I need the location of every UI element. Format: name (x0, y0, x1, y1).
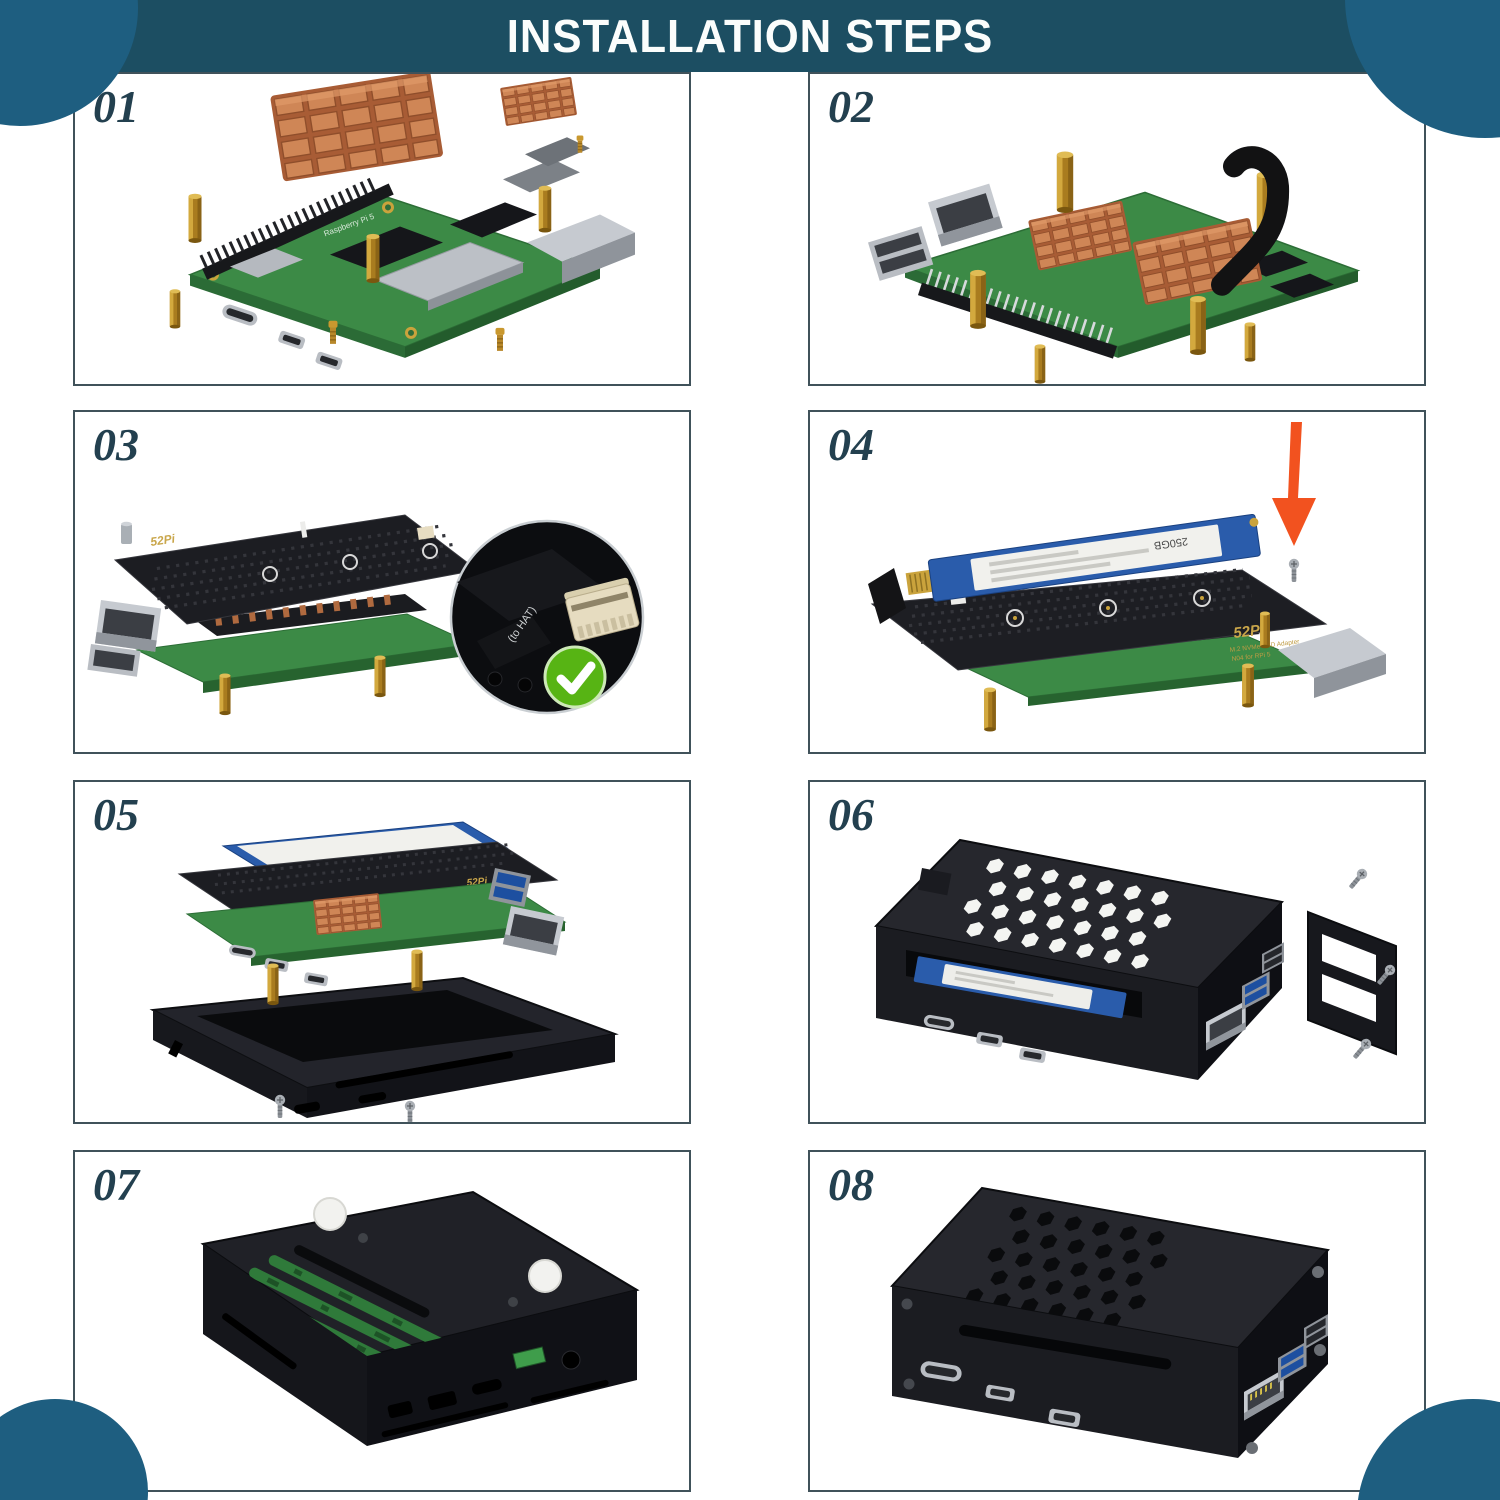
usb-ethernet-ports (868, 183, 1003, 281)
brass-standoff (970, 269, 986, 329)
step-photo-05: 52Pi (149, 821, 619, 1122)
step-photo-01: Raspberry Pi 5 (169, 74, 635, 371)
step-number: 05 (93, 789, 139, 840)
step-photo-06 (873, 838, 1398, 1080)
brass-standoff (1056, 151, 1074, 213)
step-panel-06: 06 (808, 780, 1426, 1124)
case-front-face (876, 926, 1198, 1080)
vent-slot (959, 1324, 1172, 1370)
step-number: 07 (93, 1159, 139, 1210)
case-front-face (892, 1286, 1238, 1458)
step-photo-07 (200, 1190, 640, 1446)
step-panel-05: 05 (73, 780, 691, 1124)
step-panel-01: 01 Raspberry Pi 5 (73, 72, 691, 386)
step-panel-08: 08 (808, 1150, 1426, 1492)
board-logo: 52Pi (1232, 621, 1266, 642)
checkmark-badge (545, 647, 605, 707)
nvme-adapter-board: 52Pi M.2 NVMe SSD Adapter N04 for RPi 5 (870, 567, 1328, 671)
brass-standoff (1242, 663, 1254, 708)
case-bottom-shell (149, 976, 619, 1118)
step-photo-08 (890, 1186, 1330, 1458)
brass-standoff (374, 655, 386, 698)
side-screws (1246, 1266, 1326, 1454)
copper-heatsink-large (269, 74, 445, 183)
brass-standoff (366, 233, 380, 284)
ethernet-port (1278, 628, 1386, 698)
brass-standoff (169, 289, 181, 329)
page-title: INSTALLATION STEPS (506, 10, 994, 62)
case-right-face (1198, 902, 1284, 1080)
step-number: 06 (828, 789, 874, 840)
screw (274, 1094, 286, 1119)
ethernet-port (502, 906, 565, 956)
usb-ethernet-ports (87, 600, 162, 677)
step-panel-03: 03 (73, 410, 691, 754)
brass-standoff (538, 185, 552, 233)
front-screws (901, 1298, 915, 1390)
case-front-face (367, 1290, 637, 1446)
dark-chips (330, 202, 537, 271)
brass-standoff (1260, 611, 1270, 649)
brass-standoff (1244, 322, 1256, 362)
pi-board-bottom (135, 613, 475, 693)
ffc-connector (564, 577, 640, 642)
open-side-frame (1307, 910, 1397, 1056)
step-photo-03: 52Pi (to HAT) (87, 514, 645, 716)
detail-inset: (to HAT) (449, 519, 645, 715)
sd-card (512, 1346, 547, 1370)
usb-ethernet-ports (503, 137, 635, 284)
board-logo: 52Pi (149, 531, 176, 549)
step-panel-07: 07 (73, 1150, 691, 1492)
step-number: 02 (828, 81, 874, 132)
brass-standoff (219, 673, 231, 716)
step-panel-02: 02 (808, 72, 1426, 386)
copper-heatsink (312, 892, 383, 936)
screw (1345, 866, 1370, 892)
rubber-foot (528, 1259, 562, 1293)
ethernet-port (1244, 1369, 1284, 1421)
round-cutout (561, 1350, 581, 1370)
title-banner: INSTALLATION STEPS (0, 0, 1500, 72)
ssd-label (237, 825, 487, 867)
screw (1288, 558, 1300, 583)
case-left-face (203, 1244, 367, 1446)
gpio-header (199, 177, 394, 280)
pi-ssd-assembly: 52Pi (177, 821, 567, 1006)
screw (404, 1100, 416, 1122)
brass-standoff (1190, 295, 1206, 355)
fpc-ribbon-cable (1211, 146, 1290, 296)
ssd-capacity-label: 250GB (1153, 535, 1189, 552)
brass-screw (494, 327, 506, 352)
board-text-line2: N04 for RPi 5 (1231, 651, 1271, 663)
nvme-adapter-board: 52Pi (113, 514, 479, 625)
m2-ssd: 250GB (905, 513, 1261, 602)
step-photo-04: 52Pi M.2 NVMe SSD Adapter N04 for RPi 5 … (868, 422, 1386, 732)
metal-shield (230, 242, 525, 311)
brass-standoff (188, 193, 202, 243)
gpio-and-copper-pins (195, 594, 427, 636)
copper-heatsink-small (499, 76, 578, 127)
step-number: 03 (93, 419, 139, 470)
step-panel-04: 04 5 (808, 410, 1426, 754)
fpc-cable (477, 615, 551, 669)
rubber-foot (313, 1197, 347, 1231)
brass-standoff (1034, 344, 1046, 384)
ssd-visible (913, 956, 1127, 1019)
pointer-arrow (1272, 422, 1316, 546)
fpc-cable (868, 568, 906, 624)
case-right-face (1238, 1250, 1328, 1458)
step-number: 04 (828, 419, 874, 470)
brass-standoff (984, 687, 996, 732)
step-number: 08 (828, 1159, 874, 1210)
step-photo-02 (868, 146, 1361, 384)
